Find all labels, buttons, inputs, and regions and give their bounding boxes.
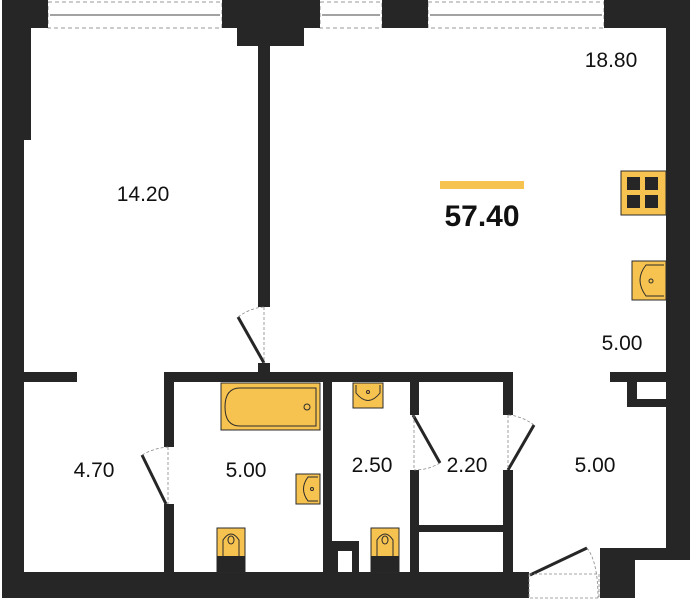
room-area-bathroom: 5.00 — [226, 459, 267, 482]
room-area-storage: 2.20 — [447, 454, 488, 477]
room-area-hallway: 5.00 — [575, 454, 616, 477]
room-area-bedroom: 14.20 — [117, 183, 170, 206]
room-area-kitchen: 5.00 — [602, 332, 643, 355]
sink-icon — [352, 382, 384, 409]
bathtub-icon — [220, 382, 321, 431]
doors — [140, 306, 600, 599]
kitchen-sink-icon — [631, 260, 667, 301]
room-area-toilet: 2.50 — [352, 454, 393, 477]
cooktop-icon — [620, 170, 667, 216]
sink-icon — [295, 473, 321, 505]
total-area: 57.40 — [444, 200, 519, 233]
toilet-icon — [370, 527, 400, 573]
room-area-hall-left: 4.70 — [74, 459, 115, 482]
windows — [47, 1, 605, 29]
toilet-icon — [216, 527, 246, 573]
room-area-living: 18.80 — [585, 49, 638, 72]
total-area-accent-bar — [440, 181, 524, 189]
